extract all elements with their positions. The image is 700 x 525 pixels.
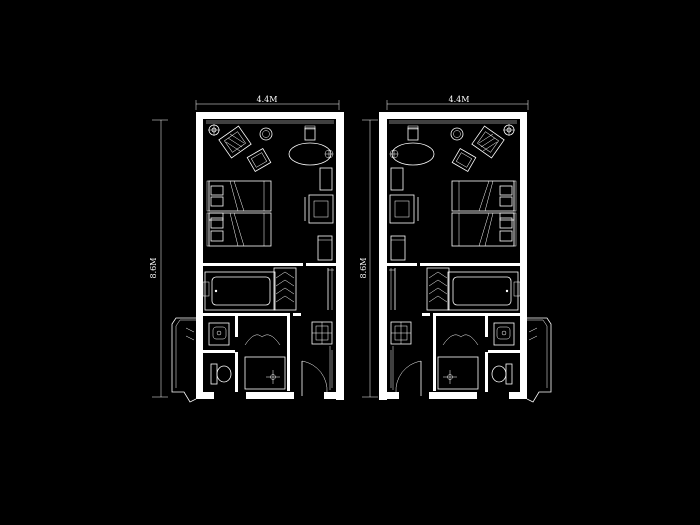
height-dimension-left: 8.6M — [149, 119, 168, 398]
height-label-right: 8.6M — [359, 258, 368, 279]
room-plan-right: 4.4M 8.6M — [359, 95, 552, 403]
width-label-left: 4.4M — [257, 95, 278, 104]
height-dimension-right: 8.6M — [359, 119, 378, 398]
height-label-left: 8.6M — [149, 258, 158, 279]
width-label-right: 4.4M — [449, 95, 470, 104]
room-plan-left: 4.4M 8.6M — [149, 95, 345, 403]
width-dimension-left: 4.4M — [195, 95, 340, 110]
width-dimension-right: 4.4M — [386, 95, 529, 110]
